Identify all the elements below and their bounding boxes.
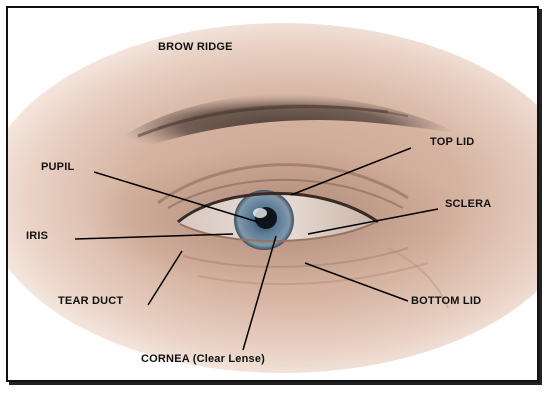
label-pupil: PUPIL	[41, 161, 74, 173]
label-cornea: CORNEA (Clear Lense)	[141, 353, 265, 365]
label-tear-duct: TEAR DUCT	[58, 295, 123, 307]
diagram-frame: BROW RIDGE TOP LID PUPIL SCLERA IRIS TEA…	[6, 6, 539, 382]
label-top-lid: TOP LID	[430, 136, 474, 148]
label-brow-ridge: BROW RIDGE	[158, 41, 233, 53]
label-sclera: SCLERA	[445, 198, 491, 210]
label-bottom-lid: BOTTOM LID	[411, 295, 481, 307]
eye-photo	[8, 8, 537, 380]
label-iris: IRIS	[26, 230, 48, 242]
